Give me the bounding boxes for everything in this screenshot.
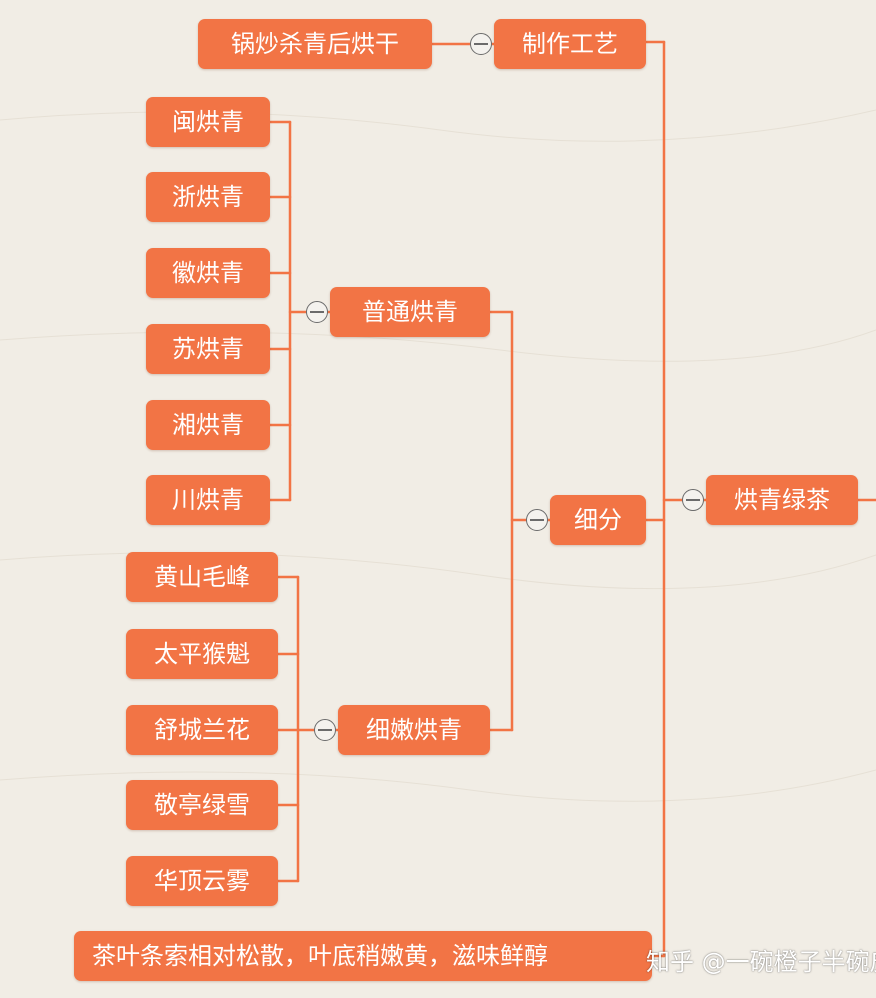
fine-item-node[interactable]: 舒城兰花 — [126, 705, 278, 755]
ordinary-item-label: 川烘青 — [172, 486, 244, 514]
fine-item-label: 太平猴魁 — [154, 640, 250, 668]
process-collapse-toggle[interactable] — [470, 33, 492, 55]
ordinary-collapse-toggle[interactable] — [306, 301, 328, 323]
process-detail-label: 锅炒杀青后烘干 — [231, 30, 399, 58]
feature-node[interactable]: 茶叶条索相对松散，叶底稍嫩黄，滋味鲜醇 — [74, 931, 652, 981]
ordinary-item-label: 徽烘青 — [172, 259, 244, 287]
ordinary-item-node[interactable]: 徽烘青 — [146, 248, 270, 298]
ordinary-item-node[interactable]: 闽烘青 — [146, 97, 270, 147]
root-collapse-toggle[interactable] — [682, 489, 704, 511]
ordinary-item-label: 苏烘青 — [172, 335, 244, 363]
ordinary-node-label: 普通烘青 — [362, 298, 458, 326]
subdivision-collapse-toggle[interactable] — [526, 509, 548, 531]
ordinary-node[interactable]: 普通烘青 — [330, 287, 490, 337]
fine-item-node[interactable]: 华顶云雾 — [126, 856, 278, 906]
ordinary-item-node[interactable]: 湘烘青 — [146, 400, 270, 450]
fine-item-label: 舒城兰花 — [154, 716, 250, 744]
ordinary-item-node[interactable]: 川烘青 — [146, 475, 270, 525]
fine-item-node[interactable]: 敬亭绿雪 — [126, 780, 278, 830]
fine-node[interactable]: 细嫩烘青 — [338, 705, 490, 755]
process-node-label: 制作工艺 — [522, 30, 618, 58]
ordinary-item-label: 闽烘青 — [172, 108, 244, 136]
fine-item-node[interactable]: 黄山毛峰 — [126, 552, 278, 602]
fine-node-label: 细嫩烘青 — [366, 716, 462, 744]
fine-collapse-toggle[interactable] — [314, 719, 336, 741]
ordinary-item-node[interactable]: 苏烘青 — [146, 324, 270, 374]
fine-item-label: 华顶云雾 — [154, 867, 250, 895]
subdivision-node-label: 细分 — [574, 506, 622, 534]
subdivision-node[interactable]: 细分 — [550, 495, 646, 545]
root-node[interactable]: 烘青绿茶 — [706, 475, 858, 525]
process-node[interactable]: 制作工艺 — [494, 19, 646, 69]
root-node-label: 烘青绿茶 — [734, 486, 830, 514]
process-detail-node[interactable]: 锅炒杀青后烘干 — [198, 19, 432, 69]
fine-item-label: 黄山毛峰 — [154, 563, 250, 591]
fine-item-label: 敬亭绿雪 — [154, 791, 250, 819]
ordinary-item-label: 湘烘青 — [172, 411, 244, 439]
ordinary-item-label: 浙烘青 — [172, 183, 244, 211]
ordinary-item-node[interactable]: 浙烘青 — [146, 172, 270, 222]
watermark: 知乎 @一碗橙子半碗皮 — [646, 948, 876, 976]
feature-node-label: 茶叶条索相对松散，叶底稍嫩黄，滋味鲜醇 — [92, 942, 548, 970]
fine-item-node[interactable]: 太平猴魁 — [126, 629, 278, 679]
